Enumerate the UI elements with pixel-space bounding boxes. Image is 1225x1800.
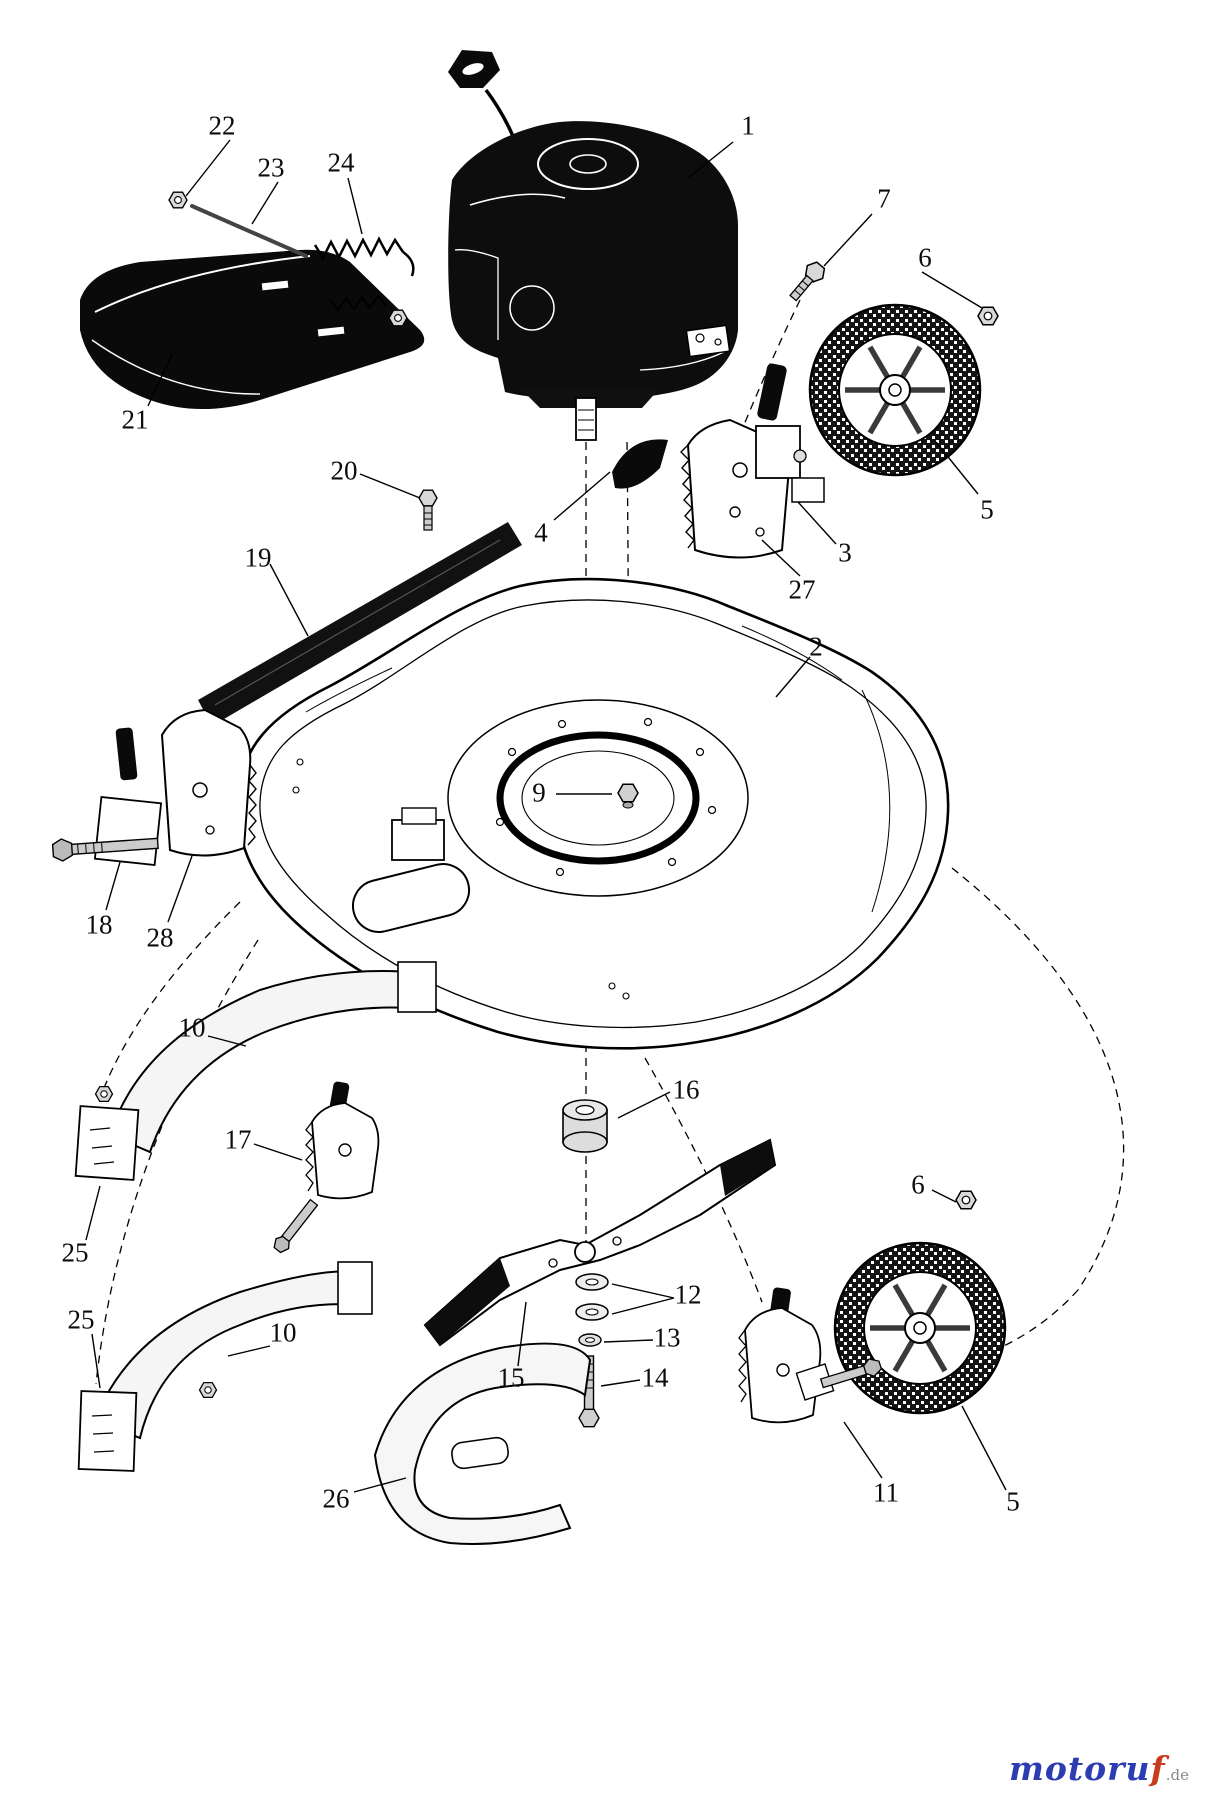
leader-lines	[85, 139, 1007, 1493]
adjuster-11	[738, 1287, 883, 1424]
discharge-deflector	[80, 249, 425, 409]
axle-bolt-18	[51, 837, 159, 862]
deck-bolt-9	[617, 783, 639, 809]
blade-15	[423, 1138, 777, 1347]
brand-text: motoru	[1008, 1749, 1151, 1788]
deflector-hardware	[168, 191, 415, 327]
engine	[448, 50, 738, 441]
wheel-bolt-7	[789, 261, 826, 302]
blade-spacer-16	[562, 1099, 608, 1153]
wheel-nut-6-top	[977, 306, 999, 326]
rear-wheel	[835, 1243, 1005, 1413]
brand-accent: f	[1150, 1749, 1166, 1788]
adjuster-sector-28	[93, 708, 257, 866]
wheel-nut-6-bottom	[955, 1190, 977, 1210]
rail-bolt-20	[418, 489, 438, 531]
blade-hardware	[575, 1273, 609, 1428]
mower-deck	[236, 577, 950, 1050]
control-lever-4	[612, 439, 668, 489]
bracket-25-lower	[77, 1390, 138, 1472]
front-wheel	[810, 305, 980, 475]
bracket-25-upper	[74, 1105, 140, 1181]
debris-guard-26	[373, 1342, 592, 1545]
baffle-upper-10	[94, 961, 437, 1154]
adjuster-17	[273, 1081, 380, 1254]
side-rail-19	[198, 522, 522, 726]
motoruf-watermark: motoruf.de	[1009, 1749, 1189, 1788]
adjuster-lever-3	[755, 363, 825, 503]
brand-tld: .de	[1165, 1766, 1189, 1784]
